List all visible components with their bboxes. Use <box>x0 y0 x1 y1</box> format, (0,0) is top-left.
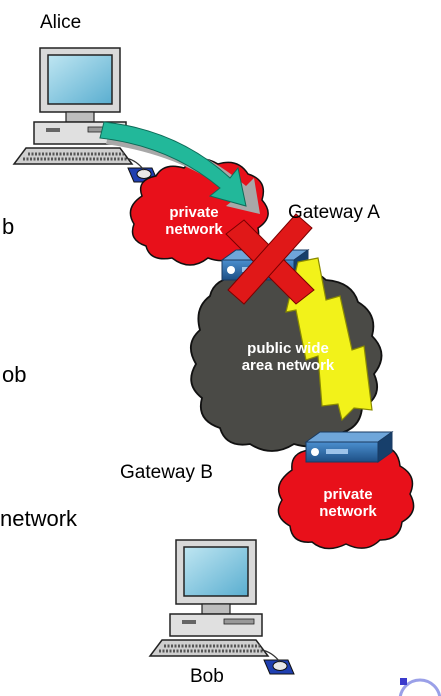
alice-computer-icon[interactable] <box>12 46 160 184</box>
private-network-label-bottom: private network <box>306 486 390 520</box>
cloud-text-line: private <box>169 204 219 221</box>
slide-text-fragment-2: ob <box>2 362 27 387</box>
cloud-text-line: public wide <box>247 340 329 357</box>
public-wan-label: public wide area network <box>226 340 350 374</box>
cloud-text-line: private <box>323 486 373 503</box>
gateway-b-device-icon[interactable] <box>305 431 393 463</box>
slide-text-fragment-3: network <box>0 506 78 531</box>
teal-arrow <box>99 121 247 207</box>
bob-computer-icon[interactable] <box>148 538 296 676</box>
gateway-b-label: Gateway B <box>120 462 213 483</box>
bob-label: Bob <box>190 666 224 687</box>
private-network-label-top: private network <box>154 204 234 238</box>
cloud-text-line: network <box>319 503 377 520</box>
slide-text-fragment-1: b <box>2 214 15 239</box>
shadow-arrow <box>106 128 260 214</box>
gateway-a-label: Gateway A <box>288 202 380 223</box>
cloud-text-line: network <box>165 221 223 238</box>
yellow-lightning-arrow <box>285 257 373 422</box>
cloud-text-line: area network <box>241 357 335 374</box>
alice-label: Alice <box>40 12 82 33</box>
nav-widget[interactable] <box>398 678 441 696</box>
red-x-icon <box>225 213 315 305</box>
